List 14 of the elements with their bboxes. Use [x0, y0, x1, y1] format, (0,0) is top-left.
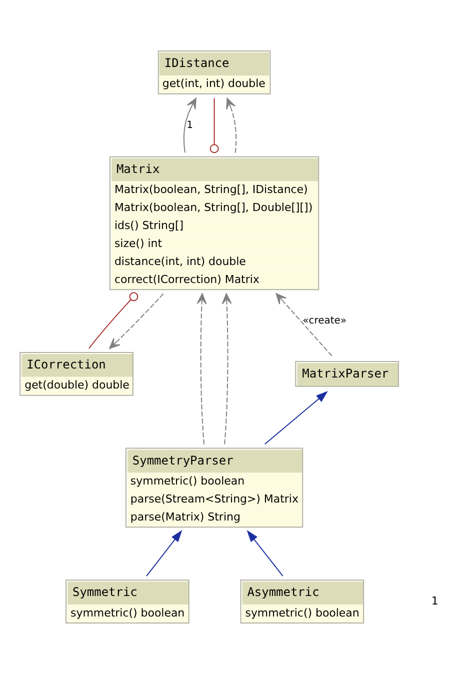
edge-label: «create» — [302, 315, 347, 326]
arrow — [196, 292, 207, 444]
arrow — [146, 530, 182, 576]
arrow — [276, 292, 332, 356]
arrow — [222, 292, 232, 444]
arrow — [183, 97, 196, 153]
connector — [210, 97, 219, 153]
arrow — [264, 390, 328, 444]
connector — [88, 292, 138, 348]
arrow — [246, 530, 284, 576]
arrow — [109, 292, 164, 348]
arrow — [226, 97, 237, 153]
edge-label: 1 — [186, 119, 193, 130]
label: 1 — [431, 594, 438, 607]
